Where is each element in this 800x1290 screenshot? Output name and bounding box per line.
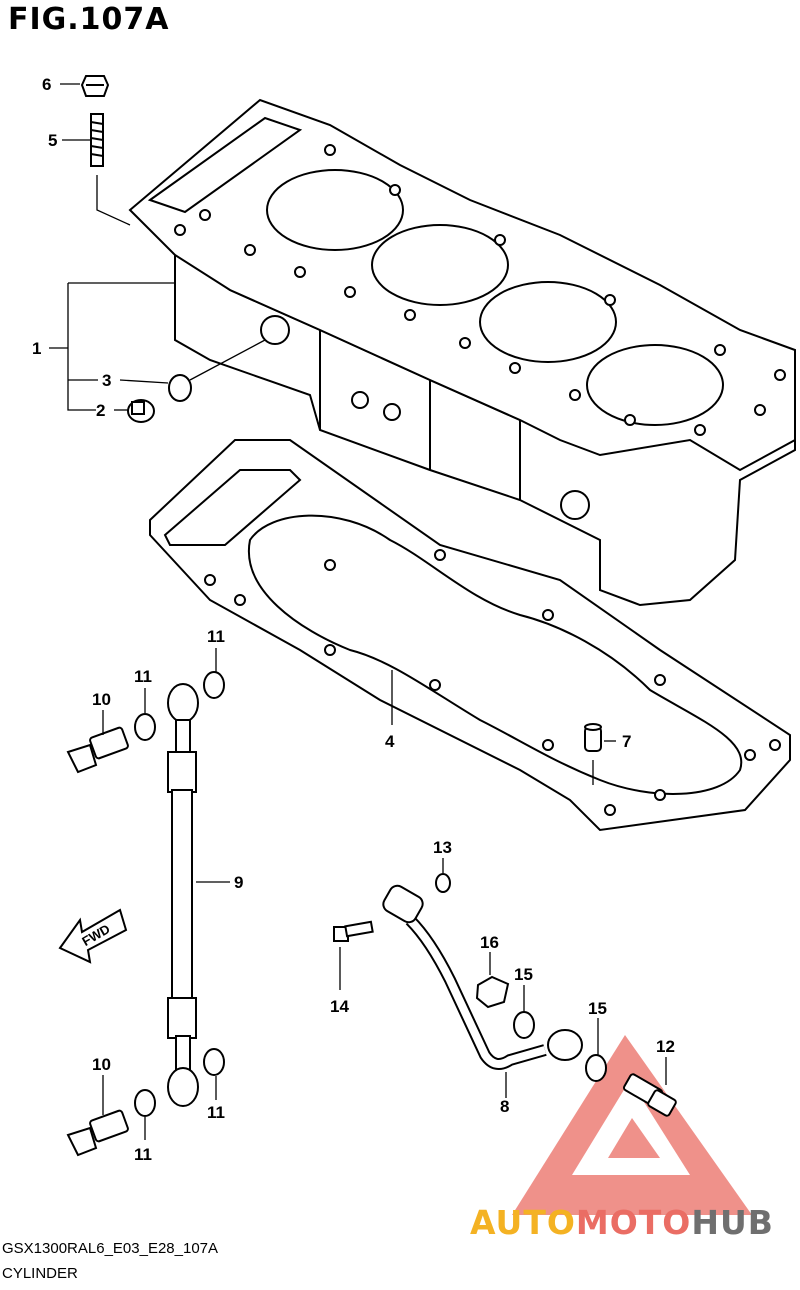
washer-part-15-a <box>513 1011 535 1039</box>
callout-6: 6 <box>42 75 51 94</box>
nut-part-6 <box>80 75 110 97</box>
fwd-direction-arrow: FWD <box>58 908 128 964</box>
callout-12: 12 <box>656 1037 675 1056</box>
oil-hose-part-9 <box>167 683 199 1107</box>
oil-pipe-part-8 <box>382 884 583 1070</box>
cap-part-16 <box>475 975 510 1009</box>
stud-bolt-part-5 <box>90 113 104 167</box>
callout-15-right: 15 <box>588 999 607 1018</box>
washer-part-11-a <box>134 713 156 741</box>
callout-9: 9 <box>234 873 243 892</box>
plug-part-2 <box>127 399 155 423</box>
union-bolt-part-10-upper <box>66 726 129 774</box>
watermark-hub: HUB <box>691 1203 774 1242</box>
cylinder-gasket <box>149 439 791 832</box>
figure-title: FIG.107A <box>8 2 170 37</box>
bolt-part-12 <box>623 1073 677 1117</box>
watermark-text: AUTOMOTOHUB <box>470 1203 774 1242</box>
callout-4: 4 <box>385 732 395 751</box>
callout-10-top: 10 <box>92 690 111 709</box>
callout-1: 1 <box>32 339 41 358</box>
callout-5: 5 <box>48 131 57 150</box>
cylinder-block <box>128 98 796 607</box>
watermark-logo-mark <box>512 1035 752 1215</box>
washer-part-11-b <box>203 671 225 699</box>
diagram-code: GSX1300RAL6_E03_E28_107A <box>2 1240 219 1257</box>
callout-labels: 6 5 1 3 2 4 7 11 11 10 9 13 16 15 14 15 … <box>32 75 675 1164</box>
watermark-moto: MOTO <box>575 1203 692 1242</box>
callout-2: 2 <box>96 401 105 420</box>
washer-part-11-c <box>134 1089 156 1117</box>
callout-7: 7 <box>622 732 631 751</box>
callout-14: 14 <box>330 997 349 1016</box>
callout-11-top-right: 11 <box>207 627 225 646</box>
callout-11-top-left: 11 <box>134 667 152 686</box>
leader-lines <box>49 83 667 1140</box>
dowel-pin-part-7 <box>584 723 602 752</box>
callout-16: 16 <box>480 933 499 952</box>
watermark-auto: AUTO <box>470 1203 576 1242</box>
washer-part-15-b <box>585 1054 607 1082</box>
union-bolt-part-10-lower <box>66 1109 129 1157</box>
callout-10-bottom: 10 <box>92 1055 111 1074</box>
diagram-name: CYLINDER <box>2 1265 78 1282</box>
o-ring-part-3 <box>168 374 192 402</box>
washer-part-13 <box>435 873 451 893</box>
callout-11-bottom-right: 11 <box>207 1103 225 1122</box>
callout-8: 8 <box>500 1097 509 1116</box>
callout-3: 3 <box>102 371 111 390</box>
washer-part-11-d <box>203 1048 225 1076</box>
callout-11-bottom-left: 11 <box>134 1145 152 1164</box>
callout-15-left: 15 <box>514 965 533 984</box>
callout-13: 13 <box>433 838 452 857</box>
bolt-part-14 <box>333 920 374 942</box>
